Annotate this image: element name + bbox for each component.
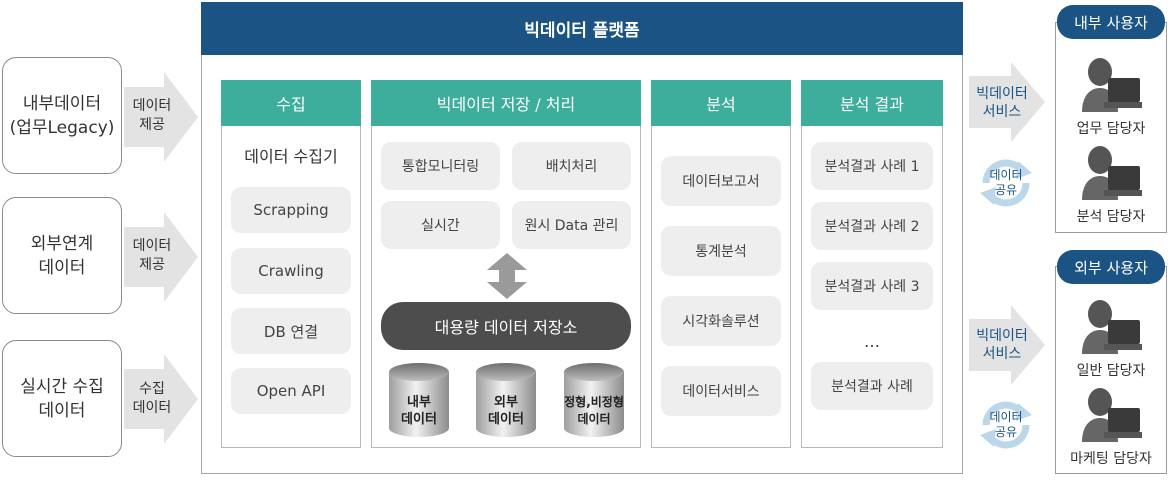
database-icon bbox=[389, 363, 449, 437]
storage-item: 배치처리 bbox=[512, 142, 631, 190]
user-laptop-icon bbox=[1082, 300, 1142, 354]
bidirectional-arrow-icon bbox=[487, 253, 527, 299]
source-line: 실시간 수집 bbox=[20, 376, 104, 397]
analysis-column-title: 분석 bbox=[651, 80, 791, 126]
source-external-data: 외부연계 데이터 bbox=[2, 197, 122, 314]
analysis-item: 데이터보고서 bbox=[661, 156, 781, 206]
result-ellipsis: … bbox=[864, 331, 880, 351]
source-realtime-data: 실시간 수집 데이터 bbox=[2, 340, 122, 457]
storage-column-title: 빅데이터 저장 / 처리 bbox=[371, 80, 641, 126]
user-laptop-icon bbox=[1082, 388, 1142, 442]
storage-bar: 대용량 데이터 저장소 bbox=[381, 302, 631, 350]
right-arrow-icon bbox=[124, 354, 198, 444]
storage-item: 원시 Data 관리 bbox=[512, 201, 631, 249]
user-group-title: 내부 사용자 bbox=[1057, 5, 1165, 39]
database-label: 정형,비정형 bbox=[564, 395, 624, 409]
right-arrow-icon bbox=[969, 305, 1045, 385]
user-laptop-icon bbox=[1082, 58, 1142, 112]
user-label: 마케팅 담당자 bbox=[1070, 451, 1152, 467]
source-line: (업무Legacy) bbox=[9, 117, 115, 138]
database-cylinder: 내부 데이터 bbox=[387, 362, 451, 438]
user-label: 일반 담당자 bbox=[1076, 363, 1146, 379]
source-line: 외부연계 bbox=[30, 233, 94, 254]
results-column-title: 분석 결과 bbox=[801, 80, 943, 126]
result-item: 분석결과 사례 3 bbox=[811, 262, 933, 310]
analysis-item: 통계분석 bbox=[661, 226, 781, 276]
collect-item: DB 연결 bbox=[231, 308, 351, 354]
database-label: 데이터 bbox=[488, 412, 524, 427]
sync-arrows-icon bbox=[980, 401, 1032, 449]
sync-arrows-icon bbox=[980, 159, 1032, 207]
result-item: 분석결과 사례 1 bbox=[811, 142, 933, 190]
collector-label: 데이터 수집기 bbox=[244, 147, 338, 166]
database-label: 데이터 bbox=[401, 412, 437, 427]
source-line: 내부데이터 bbox=[22, 93, 102, 114]
storage-item: 통합모니터링 bbox=[381, 142, 500, 190]
source-line: 데이터 bbox=[38, 400, 86, 421]
collect-item: Open API bbox=[231, 368, 351, 414]
database-label: 외부 bbox=[494, 395, 518, 410]
user-group-title: 외부 사용자 bbox=[1057, 250, 1165, 284]
right-arrow-icon bbox=[124, 212, 198, 302]
result-item: 분석결과 사례 2 bbox=[811, 202, 933, 250]
platform-title: 빅데이터 플랫폼 bbox=[201, 2, 963, 55]
result-item: 분석결과 사례 bbox=[811, 362, 933, 410]
collect-item: Crawling bbox=[231, 248, 351, 294]
source-internal-data: 내부데이터 (업무Legacy) bbox=[2, 57, 122, 174]
database-label: 내부 bbox=[407, 395, 431, 410]
collect-column-title: 수집 bbox=[221, 80, 361, 126]
storage-item: 실시간 bbox=[381, 201, 500, 249]
right-arrow-icon bbox=[969, 62, 1045, 142]
analysis-item: 데이터서비스 bbox=[661, 366, 781, 416]
analysis-item: 시각화솔루션 bbox=[661, 296, 781, 346]
collect-item: Scrapping bbox=[231, 187, 351, 233]
database-icon bbox=[564, 363, 624, 437]
database-cylinder: 외부 데이터 bbox=[474, 362, 538, 438]
database-label: 데이터 bbox=[577, 412, 611, 426]
database-cylinder: 정형,비정형 데이터 bbox=[562, 362, 626, 438]
user-label: 업무 담당자 bbox=[1076, 121, 1146, 137]
database-icon bbox=[476, 363, 536, 437]
right-arrow-icon bbox=[124, 72, 198, 162]
user-laptop-icon bbox=[1082, 146, 1142, 200]
user-label: 분석 담당자 bbox=[1076, 209, 1146, 225]
source-line: 데이터 bbox=[38, 257, 86, 278]
